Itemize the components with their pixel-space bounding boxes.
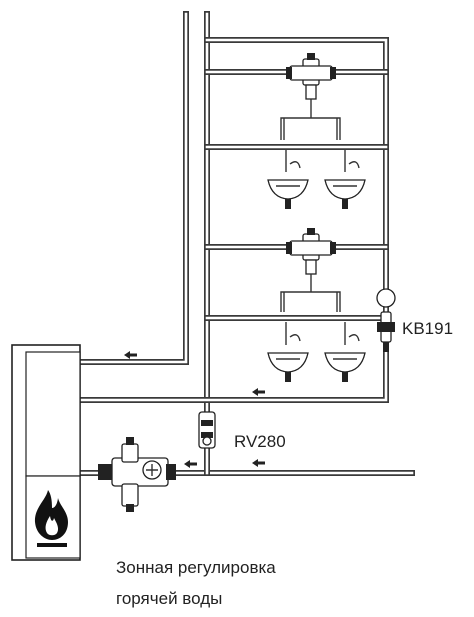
thermostatic-mixing-valve-icon — [286, 228, 336, 275]
washbasin-icon — [324, 150, 366, 209]
flow-arrow-icon — [184, 460, 190, 468]
kb191-label: KB191 — [402, 319, 453, 338]
main-mixing-valve-icon — [98, 437, 176, 512]
hand-pump-icon — [376, 288, 396, 352]
right-riser-pipe — [77, 37, 389, 403]
thermostatic-mixing-valve-icon — [286, 53, 336, 100]
pipe-network — [77, 11, 415, 476]
caption-line-2: горячей воды — [116, 589, 222, 608]
caption-line-1: Зонная регулировка — [116, 558, 276, 577]
rv280-label: RV280 — [234, 432, 286, 451]
flow-arrow-icon — [124, 351, 130, 359]
washbasin-icon — [267, 322, 309, 382]
flow-arrows — [124, 351, 265, 468]
supply-riser-pipe — [77, 11, 189, 365]
washbasin-icon — [267, 150, 309, 209]
washbasin-icon — [324, 322, 366, 382]
balancing-valve-icon — [198, 411, 216, 449]
flow-arrow-icon — [252, 388, 258, 396]
flow-arrow-icon — [252, 459, 258, 467]
boiler-flame-icon — [34, 490, 68, 547]
